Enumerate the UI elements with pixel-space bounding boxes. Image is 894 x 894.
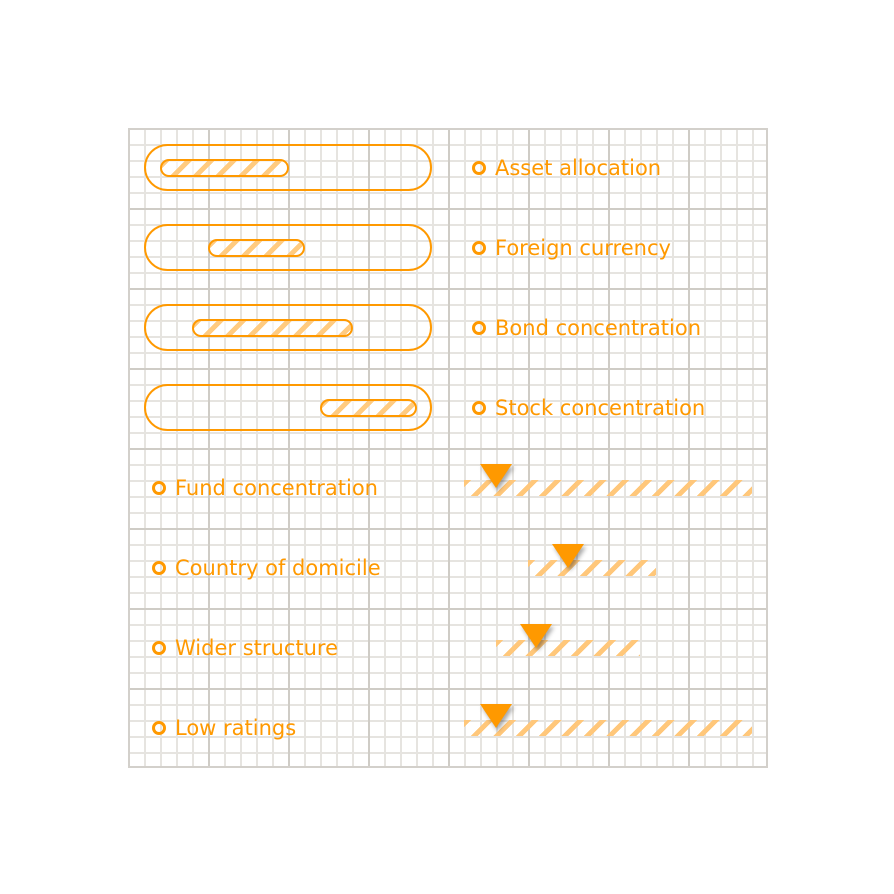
gauge-label-foreign-currency: Foreign currency: [472, 233, 671, 263]
ring-bullet-icon: [472, 161, 486, 175]
grid-background: [128, 128, 768, 768]
gauge-track-stock-concentration: [144, 384, 432, 431]
gauge-label-bond-concentration: Bond concentration: [472, 313, 701, 343]
gauge-range-asset-allocation: [160, 159, 289, 177]
gauge-label-asset-allocation: Asset allocation: [472, 153, 661, 183]
label-text: Asset allocation: [495, 156, 662, 180]
marker-bar-wider-structure: [496, 640, 640, 656]
marker-label-country-of-domicile: Country of domicile: [152, 553, 381, 583]
label-text: Fund concentration: [175, 476, 378, 500]
label-text: Stock concentration: [495, 396, 706, 420]
label-text: Foreign currency: [495, 236, 671, 260]
ring-bullet-icon: [152, 481, 166, 495]
label-text: Country of domicile: [175, 556, 381, 580]
ring-bullet-icon: [152, 641, 166, 655]
triangle-down-marker-icon: [520, 624, 552, 648]
ring-bullet-icon: [472, 321, 486, 335]
triangle-down-marker-icon: [480, 464, 512, 488]
ring-bullet-icon: [152, 721, 166, 735]
label-text: Wider structure: [175, 636, 338, 660]
gauge-track-bond-concentration: [144, 304, 432, 351]
gauge-range-stock-concentration: [320, 399, 417, 417]
marker-bar-country-of-domicile: [528, 560, 656, 576]
gauge-range-foreign-currency: [208, 239, 305, 257]
gauge-track-asset-allocation: [144, 144, 432, 191]
gauge-track-foreign-currency: [144, 224, 432, 271]
triangle-down-marker-icon: [480, 704, 512, 728]
marker-bar-low-ratings: [464, 720, 752, 736]
marker-label-wider-structure: Wider structure: [152, 633, 338, 663]
triangle-down-marker-icon: [552, 544, 584, 568]
ring-bullet-icon: [152, 561, 166, 575]
marker-label-low-ratings: Low ratings: [152, 713, 296, 743]
gauge-range-bond-concentration: [192, 319, 353, 337]
ring-bullet-icon: [472, 241, 486, 255]
label-text: Bond concentration: [495, 316, 702, 340]
gauge-label-stock-concentration: Stock concentration: [472, 393, 705, 423]
ring-bullet-icon: [472, 401, 486, 415]
label-text: Low ratings: [175, 716, 297, 740]
marker-bar-fund-concentration: [464, 480, 752, 496]
marker-label-fund-concentration: Fund concentration: [152, 473, 378, 503]
